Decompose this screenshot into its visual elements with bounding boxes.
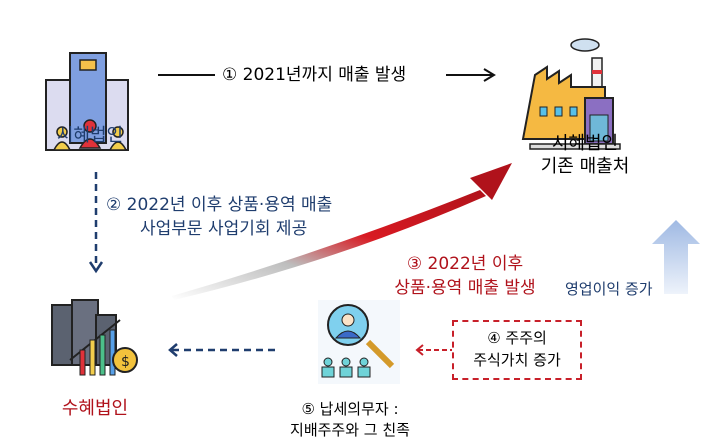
- step3-label-line2: 상품·용역 매출 발생: [394, 278, 536, 298]
- factory-icon: [521, 38, 621, 150]
- office-building-icon: [45, 52, 129, 151]
- customer-label-line2: 기존 매출처: [540, 156, 630, 177]
- shareholder-label-line1: ⑤ 납세의무자 :: [301, 400, 399, 418]
- growth-company-icon: $: [51, 299, 138, 376]
- step4-box: [452, 320, 582, 380]
- step3-curved-arrow: [172, 163, 512, 300]
- profit-increase-label: 영업이익 증가: [565, 280, 653, 298]
- step4-label-line2: 주식가치 증가: [473, 351, 561, 369]
- step1-arrow: [158, 68, 496, 82]
- svg-text:$: $: [121, 354, 130, 370]
- giver-label: 시혜법인: [56, 125, 124, 146]
- receiver-label: 수혜법인: [61, 398, 129, 419]
- shareholder-label-line2: 지배주주와 그 친족: [290, 421, 410, 439]
- step3-label-line1: ③ 2022년 이후: [406, 254, 524, 274]
- step2-label-line2: 사업부문 사업기회 제공: [140, 219, 308, 239]
- shareholder-search-icon: [318, 300, 400, 384]
- step2-dashed-arrow: [88, 172, 104, 274]
- left-dashed-arrow: [168, 343, 278, 357]
- step4-dashed-arrow: [415, 344, 452, 356]
- profit-up-arrow: [652, 220, 700, 294]
- step4-label-line1: ④ 주주의: [487, 329, 547, 347]
- step2-label-line1: ② 2022년 이후 상품·용역 매출: [106, 195, 333, 215]
- customer-label-line1: 시혜법인: [551, 133, 619, 154]
- step1-label: ① 2021년까지 매출 발생: [222, 65, 407, 85]
